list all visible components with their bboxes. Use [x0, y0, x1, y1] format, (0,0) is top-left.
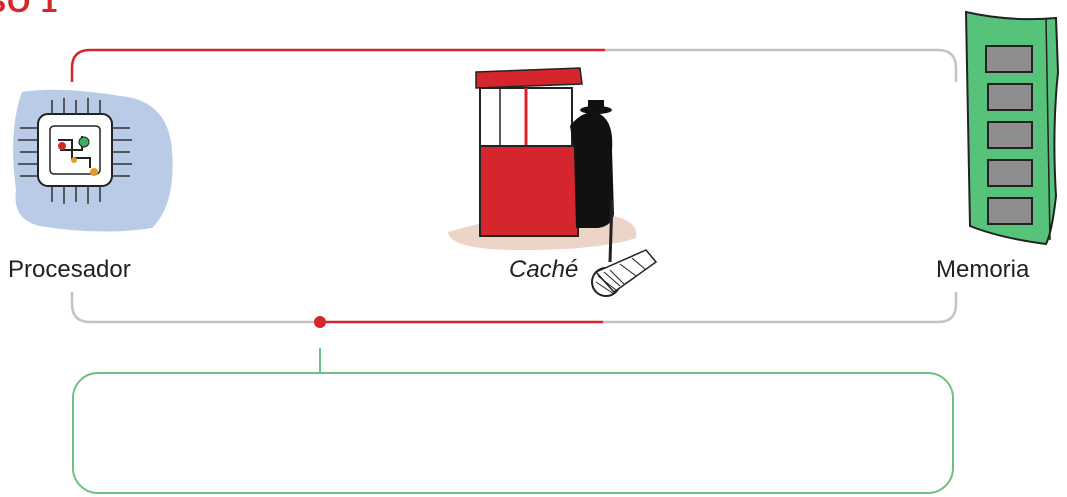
cpu-chip-icon	[13, 90, 172, 232]
bottom-connector-gray-right	[603, 292, 956, 322]
processor-label: Procesador	[8, 256, 131, 284]
ram-module-icon	[966, 12, 1058, 244]
top-connector-gray	[605, 50, 956, 82]
bottom-connector-gray-left	[72, 292, 320, 322]
connector-dot	[314, 316, 326, 328]
step-label: SO 1	[0, 0, 58, 20]
note-box	[72, 372, 954, 494]
cache-label: Caché	[509, 256, 578, 284]
memory-label: Memoria	[936, 256, 1029, 284]
